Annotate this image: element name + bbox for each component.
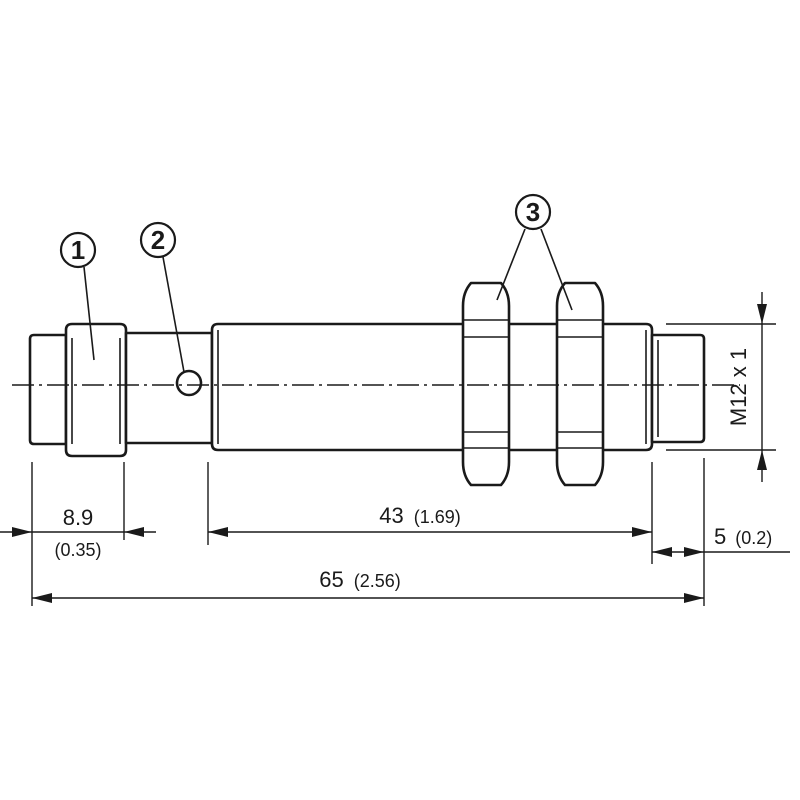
dimension-thread-length-label: 43 (1.69) xyxy=(379,503,461,528)
dimension-thread-length-value: 43 xyxy=(379,503,403,528)
dimension-total-length: 65 (2.56) xyxy=(32,567,704,603)
dimension-thread-size: M12 x 1 xyxy=(726,292,767,482)
callout-3-leader-left xyxy=(496,228,526,301)
callout-1-number: 1 xyxy=(71,235,85,265)
dimension-thread-length: 43 (1.69) xyxy=(208,503,652,537)
callout-3: 3 xyxy=(496,193,573,311)
dimension-left-cap-inch: (0.35) xyxy=(54,540,101,560)
callout-2: 2 xyxy=(139,221,185,373)
dimension-connector-value: 5 xyxy=(714,524,726,549)
dimension-thread-length-inch: (1.69) xyxy=(414,507,461,527)
connector-end xyxy=(650,333,706,444)
sensor-body xyxy=(28,281,706,487)
dimension-left-cap: 8.9 (0.35) xyxy=(0,505,156,560)
dimension-connector: 5 (0.2) xyxy=(652,524,790,557)
threaded-body xyxy=(210,322,654,452)
extension-lines xyxy=(31,323,776,606)
callout-2-number: 2 xyxy=(151,225,165,255)
dimension-left-cap-value: 8.9 xyxy=(63,505,94,530)
callout-1: 1 xyxy=(59,231,97,361)
callout-3-number: 3 xyxy=(526,197,540,227)
dimension-total-length-inch: (2.56) xyxy=(354,571,401,591)
dimension-connector-inch: (0.2) xyxy=(735,528,772,548)
dimension-thread-size-value: M12 x 1 xyxy=(726,348,751,426)
dimension-connector-label: 5 (0.2) xyxy=(714,524,772,549)
callout-1-leader xyxy=(83,266,95,361)
hex-nut-right xyxy=(555,281,605,487)
callout-3-leader-right xyxy=(540,228,573,311)
callout-2-leader xyxy=(162,256,185,373)
hex-nut-left xyxy=(461,281,511,487)
knurled-ring xyxy=(64,322,128,458)
dimension-total-length-value: 65 xyxy=(319,567,343,592)
led-indicator xyxy=(175,369,203,397)
left-end-cap xyxy=(28,333,68,446)
dimension-total-length-label: 65 (2.56) xyxy=(319,567,401,592)
